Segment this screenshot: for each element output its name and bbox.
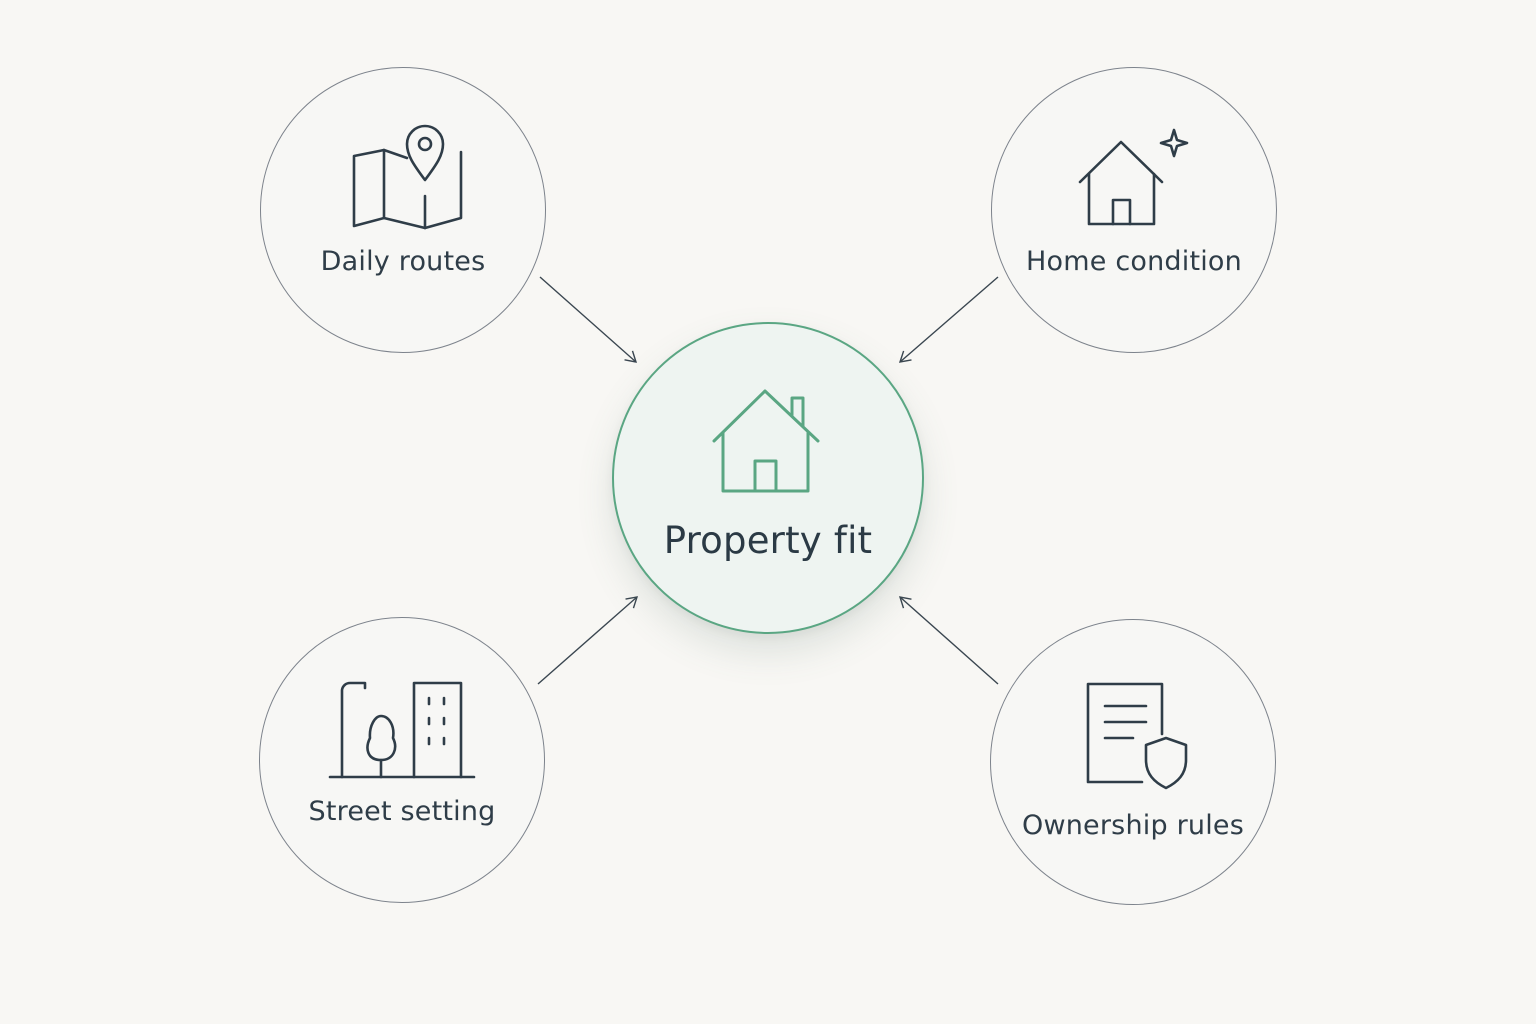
- node-label: Home condition: [1026, 245, 1242, 277]
- node-daily-routes: Daily routes: [260, 67, 546, 353]
- node-label: Ownership rules: [1022, 809, 1244, 841]
- node-property-fit: Property fit: [612, 322, 924, 634]
- arrow-home-to-center: [898, 276, 999, 363]
- node-ownership-rules: Ownership rules: [990, 619, 1276, 905]
- house-chimney-icon: [712, 389, 820, 492]
- document-shield-icon: [1086, 682, 1188, 789]
- map-pin-icon: [352, 124, 463, 229]
- node-label: Street setting: [308, 795, 496, 827]
- house-sparkle-icon: [1078, 128, 1189, 225]
- node-home-condition: Home condition: [991, 67, 1277, 353]
- node-label: Daily routes: [320, 245, 486, 277]
- center-label: Property fit: [663, 518, 873, 562]
- arrow-daily-to-center: [539, 276, 638, 363]
- node-street-setting: Street setting: [259, 617, 545, 903]
- street-scene-icon: [328, 681, 476, 778]
- arrow-street-to-center: [537, 596, 639, 685]
- arrow-owner-to-center: [898, 596, 999, 685]
